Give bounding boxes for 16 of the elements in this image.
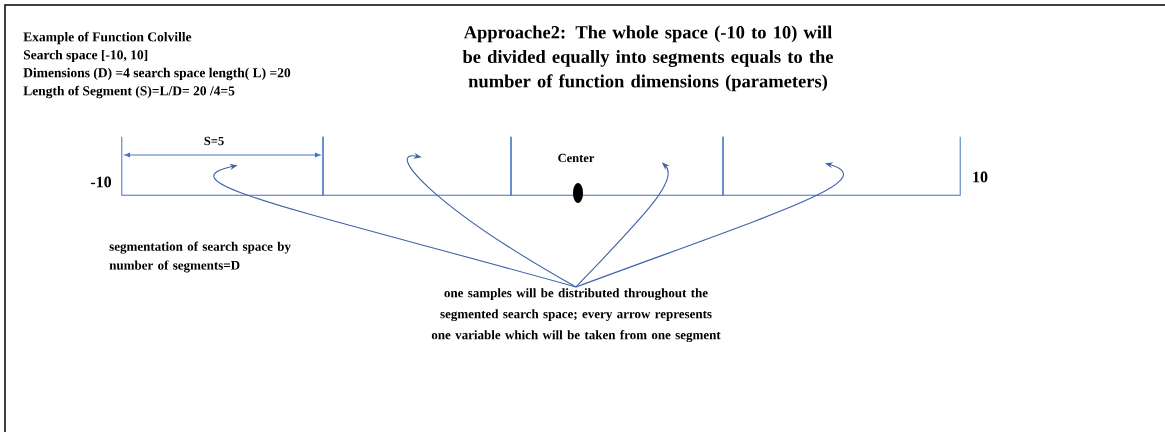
note-text: segmentation of search space by number of segments=D — [109, 241, 291, 273]
arrow — [575, 162, 845, 288]
center-label: Center — [558, 153, 595, 163]
info-text: Length of Segment (S)=L/D= 20 /4=5 — [23, 85, 235, 99]
note-text: one samples will be distributed throughout the segmented search space; every arrow represents one variable which will be taken from one segment — [431, 288, 721, 343]
arrow — [213, 163, 577, 288]
segment-box — [722, 136, 961, 196]
info-text: Example of Function Colville — [23, 31, 192, 45]
info-text: Dimensions (D) =4 search space length( L) =20 — [23, 67, 291, 81]
segment-box — [510, 136, 724, 196]
arrow — [406, 152, 577, 288]
dimension-label: S=5 — [204, 136, 224, 146]
title: Approache2: The whole space (-10 to 10) will be divided equally into segments equals to the number of function dimensions (parameters) — [462, 25, 834, 92]
segment-box — [121, 136, 324, 196]
segment-box — [322, 136, 512, 196]
info-text: Search space [-10, 10] — [23, 49, 148, 63]
